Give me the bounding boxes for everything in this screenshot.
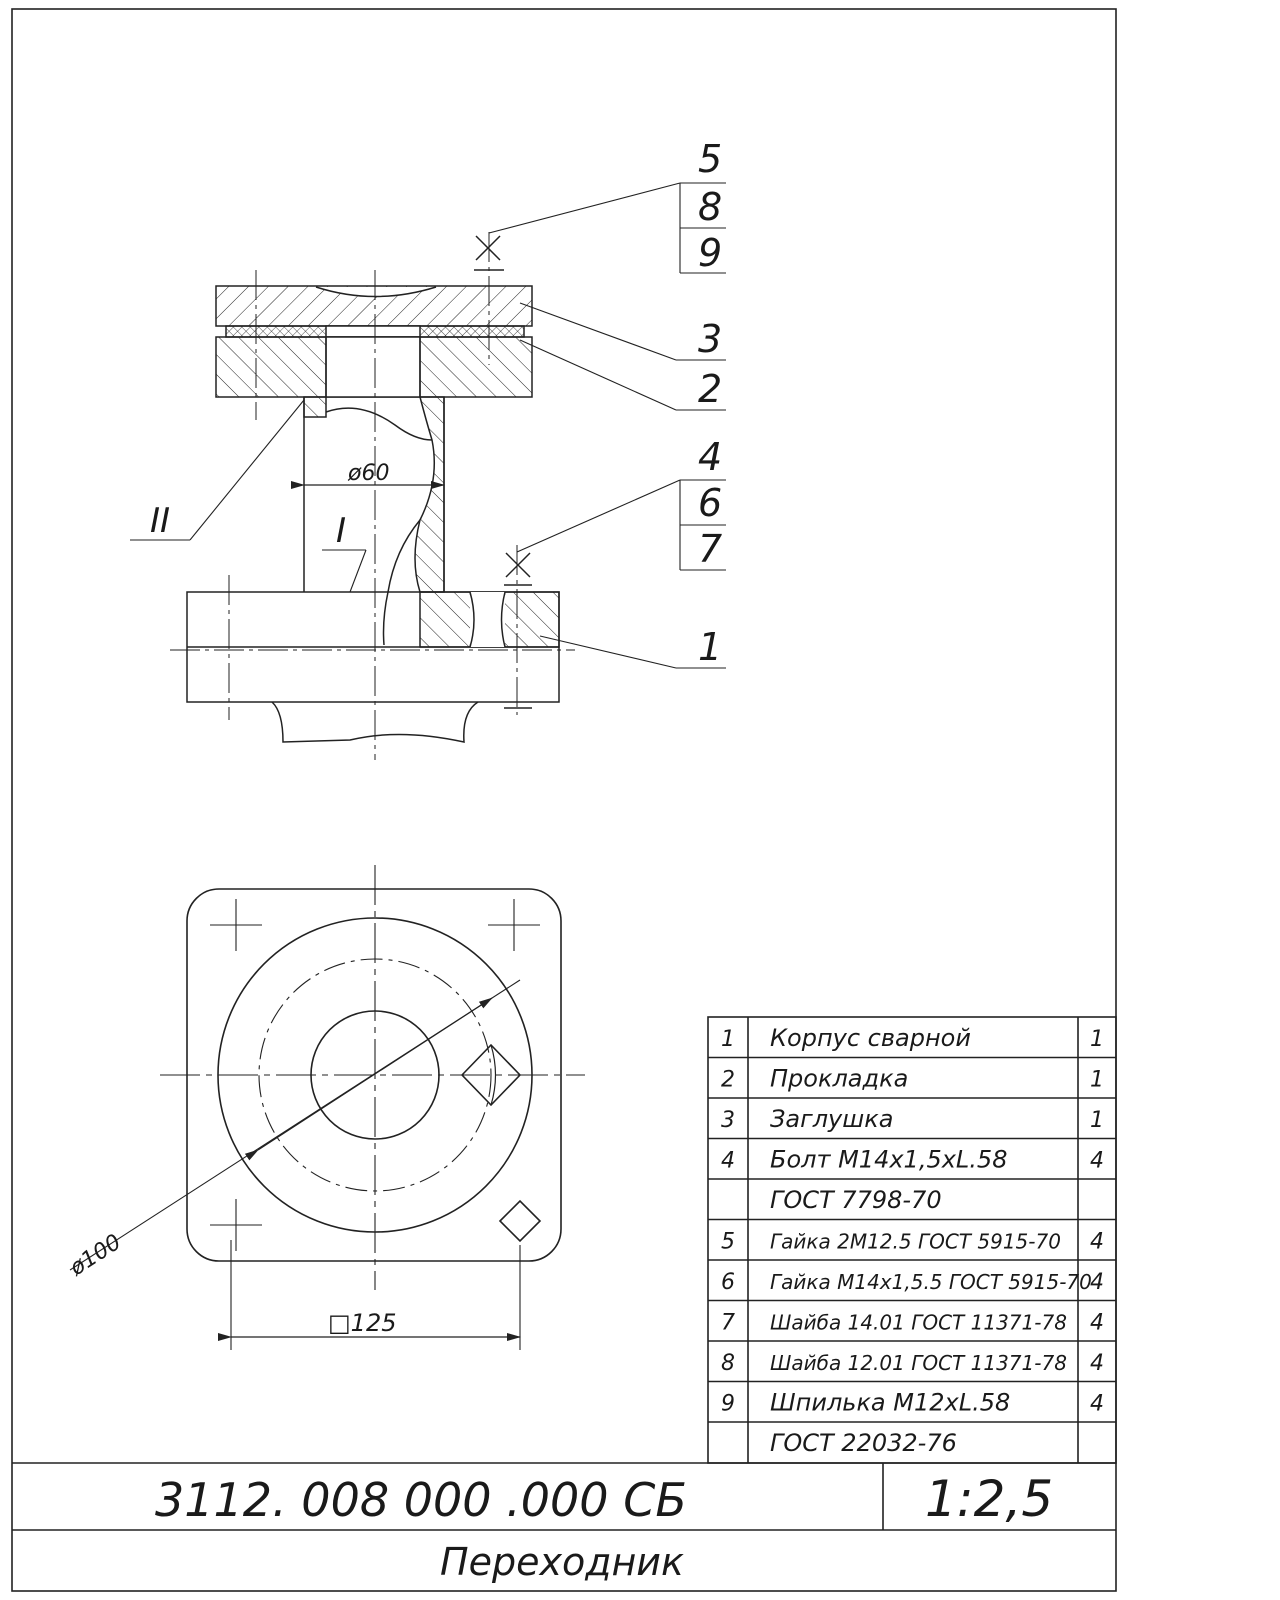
parts-row-name: Прокладка <box>770 1065 908 1093</box>
parts-row-position: 8 <box>721 1351 735 1376</box>
callout-1: 1 <box>698 625 722 669</box>
parts-row-name: ГОСТ 22032-76 <box>770 1429 957 1457</box>
parts-row-position: 4 <box>721 1149 735 1174</box>
top-view <box>69 865 585 1350</box>
parts-row-position: 2 <box>721 1068 735 1093</box>
dimension-square: □125 <box>328 1309 396 1337</box>
parts-row-quantity: 1 <box>1090 1027 1104 1052</box>
parts-row-position: 6 <box>721 1270 735 1295</box>
dimension-bore: ø60 <box>347 461 389 486</box>
parts-row-quantity: 4 <box>1090 1270 1104 1295</box>
callout-9: 9 <box>698 231 722 275</box>
parts-row-quantity: 4 <box>1090 1351 1104 1376</box>
drawing-scale: 1:2,5 <box>925 1470 1053 1528</box>
callout-4: 4 <box>698 435 722 479</box>
title-block <box>12 1462 1116 1531</box>
parts-row-name: Шайба 14.01 ГОСТ 11371-78 <box>770 1311 1067 1335</box>
callout-5: 5 <box>698 137 722 181</box>
parts-row-quantity: 1 <box>1090 1068 1104 1093</box>
parts-list-rows: 1 Корпус сварной 1 2 Прокладка 1 3 Заглушка 1 4 Бо… <box>708 1024 1116 1457</box>
view-label-I: I <box>336 511 346 551</box>
parts-row-position: 5 <box>721 1230 735 1255</box>
parts-row-position: 9 <box>721 1392 735 1417</box>
parts-row-quantity: 1 <box>1090 1108 1104 1133</box>
parts-row-name: Шпилька М12хL.58 <box>770 1389 1010 1417</box>
callout-7: 7 <box>698 527 722 571</box>
parts-row-position: 7 <box>721 1311 735 1336</box>
callout-2: 2 <box>698 367 722 411</box>
drawing-designation: 3112. 008 000 .000 СБ <box>155 1473 687 1527</box>
parts-row-name: Корпус сварной <box>770 1024 971 1052</box>
parts-row-quantity: 4 <box>1090 1311 1104 1336</box>
parts-row-name: Гайка М14х1,5.5 ГОСТ 5915-70 <box>770 1270 1092 1294</box>
parts-row-quantity: 4 <box>1090 1392 1104 1417</box>
parts-row-name: Шайба 12.01 ГОСТ 11371-78 <box>770 1351 1067 1375</box>
parts-row-quantity: 4 <box>1090 1230 1104 1255</box>
parts-row-quantity: 4 <box>1090 1149 1104 1174</box>
drawing-title: Переходник <box>440 1540 684 1584</box>
callout-6: 6 <box>698 481 722 525</box>
dimension-bolt-circle: ø100 <box>65 1230 126 1282</box>
callout-8: 8 <box>698 185 722 229</box>
parts-row-name: Гайка 2М12.5 ГОСТ 5915-70 <box>770 1230 1061 1254</box>
sheet-frame <box>11 8 1117 1592</box>
hole-marker-corner <box>498 1199 542 1243</box>
parts-row-name: Заглушка <box>770 1105 893 1133</box>
front-section-view <box>130 182 726 760</box>
view-label-II: II <box>150 501 170 541</box>
parts-row-name: ГОСТ 7798-70 <box>770 1186 942 1214</box>
parts-row-position: 3 <box>721 1108 735 1133</box>
callout-3: 3 <box>698 317 722 361</box>
parts-row-position: 1 <box>721 1027 735 1052</box>
parts-row-name: Болт М14х1,5хL.58 <box>770 1146 1007 1174</box>
